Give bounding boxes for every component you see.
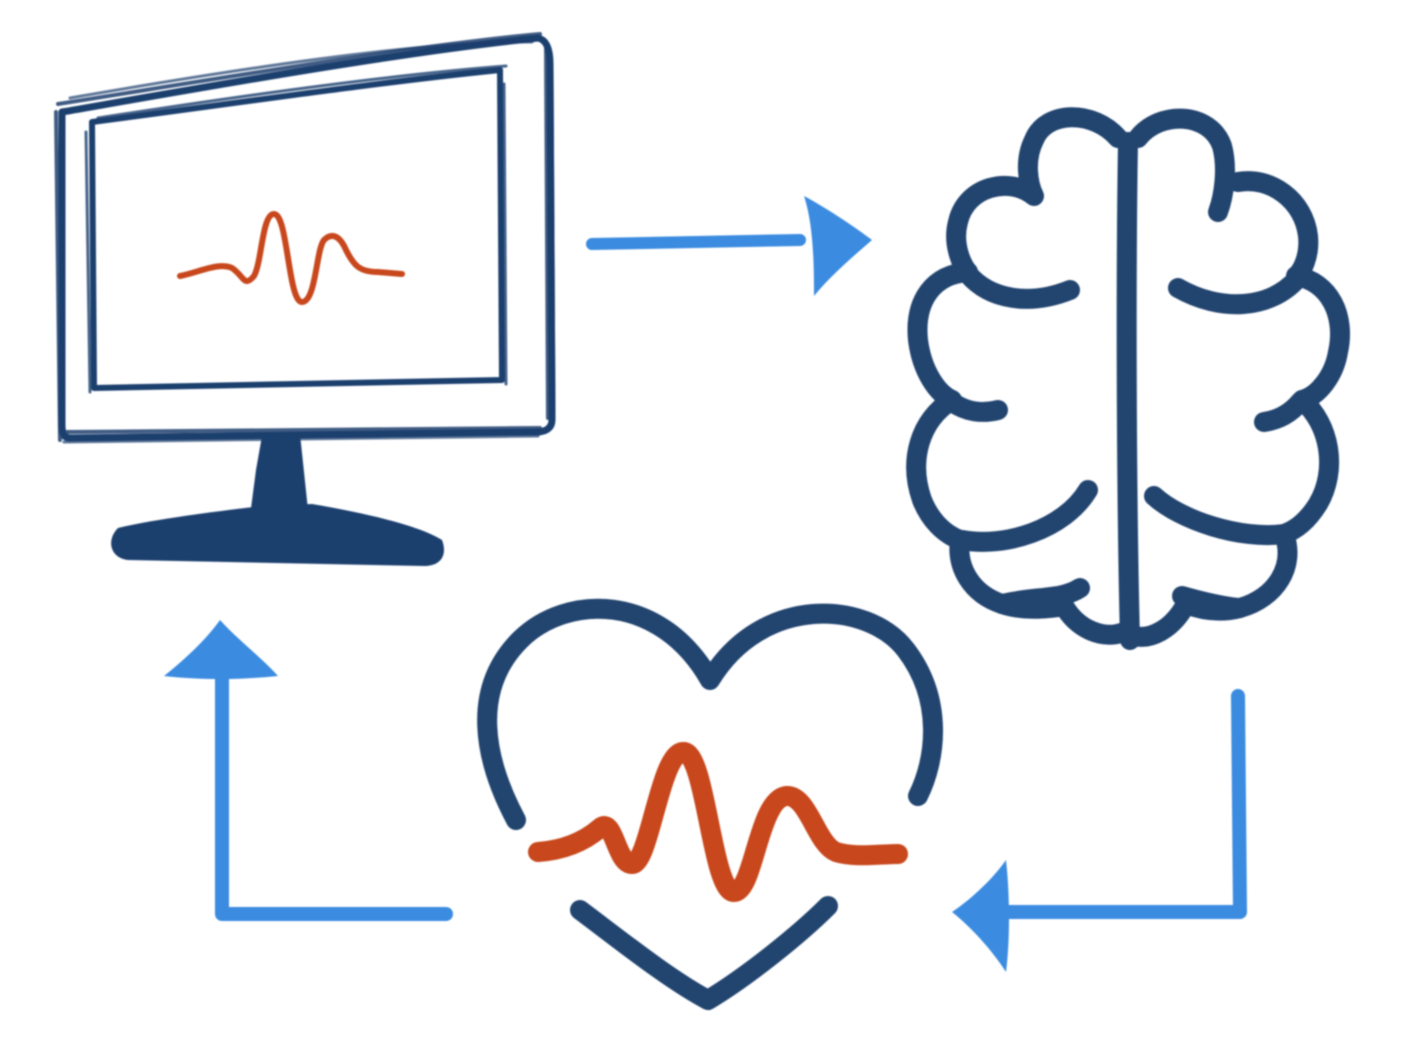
arrow-elbow-left-up-icon: [164, 620, 453, 921]
heartbeat-waveform-icon: [528, 742, 908, 902]
arrow-right-icon: [586, 196, 872, 296]
heart-icon: [477, 598, 943, 1010]
waveform-icon: [177, 211, 405, 305]
arrow-elbow-down-left-icon: [952, 689, 1247, 972]
brain-icon: [906, 107, 1351, 650]
monitor-icon: [54, 32, 556, 566]
